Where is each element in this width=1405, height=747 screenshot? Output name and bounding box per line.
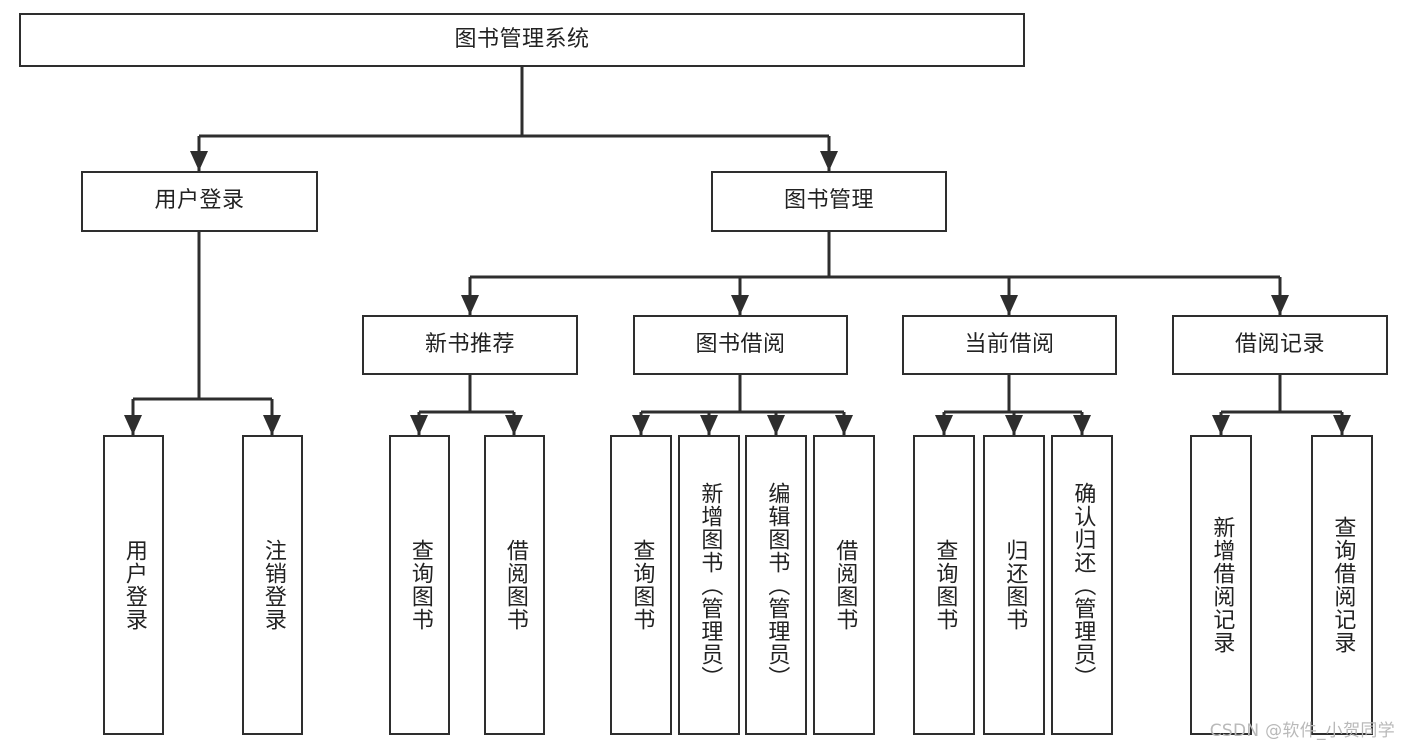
- arrowhead-icon: [505, 415, 523, 435]
- node-label: 图书管理系统: [454, 26, 590, 52]
- arrowhead-icon: [835, 415, 853, 435]
- node-label: 图书管理: [783, 188, 874, 214]
- node-leaf-borrow-book-2[interactable]: 借阅图书: [813, 435, 875, 735]
- arrowhead-icon: [263, 415, 281, 435]
- node-label: 用户登录: [121, 539, 147, 631]
- arrowhead-icon: [1005, 415, 1023, 435]
- node-label: 借阅记录: [1234, 331, 1325, 357]
- node-leaf-user-logout[interactable]: 注销登录: [242, 435, 303, 735]
- arrowhead-icon: [1000, 295, 1018, 315]
- arrowhead-icon: [935, 415, 953, 435]
- node-leaf-query-book-3[interactable]: 查询图书: [913, 435, 975, 735]
- node-leaf-edit-book[interactable]: 编辑图书（管理员）: [745, 435, 807, 735]
- node-leaf-user-login[interactable]: 用户登录: [103, 435, 164, 735]
- node-leaf-query-book-2[interactable]: 查询图书: [610, 435, 672, 735]
- node-leaf-add-record[interactable]: 新增借阅记录: [1190, 435, 1252, 735]
- node-leaf-return-book[interactable]: 归还图书: [983, 435, 1045, 735]
- node-leaf-borrow-book-1[interactable]: 借阅图书: [484, 435, 545, 735]
- node-label: 查询图书: [932, 539, 958, 631]
- node-book-manage[interactable]: 图书管理: [711, 171, 947, 232]
- arrowhead-icon: [124, 415, 142, 435]
- node-label: 新增借阅记录: [1209, 516, 1235, 654]
- node-label: 查询借阅记录: [1330, 516, 1356, 654]
- node-label: 确认归还（管理员）: [1070, 481, 1096, 689]
- watermark-label: CSDN @软件_小贺同学: [1209, 721, 1395, 741]
- node-label: 查询图书: [407, 539, 433, 631]
- arrowhead-icon: [700, 415, 718, 435]
- node-user-login[interactable]: 用户登录: [81, 171, 318, 232]
- node-label: 借阅图书: [502, 539, 528, 631]
- node-current-borrow[interactable]: 当前借阅: [902, 315, 1117, 375]
- node-borrow-record[interactable]: 借阅记录: [1172, 315, 1388, 375]
- arrowhead-icon: [461, 295, 479, 315]
- arrowhead-icon: [632, 415, 650, 435]
- arrowhead-icon: [820, 151, 838, 171]
- node-label: 当前借阅: [964, 331, 1055, 357]
- arrowhead-icon: [1073, 415, 1091, 435]
- node-label: 编辑图书（管理员）: [764, 481, 790, 689]
- node-label: 归还图书: [1002, 539, 1028, 631]
- node-label: 用户登录: [154, 188, 245, 214]
- node-label: 查询图书: [629, 539, 655, 631]
- arrowhead-icon: [410, 415, 428, 435]
- node-new-book-recommend[interactable]: 新书推荐: [362, 315, 578, 375]
- node-leaf-query-record[interactable]: 查询借阅记录: [1311, 435, 1373, 735]
- arrowhead-icon: [1333, 415, 1351, 435]
- node-book-borrow[interactable]: 图书借阅: [633, 315, 848, 375]
- arrowhead-icon: [1271, 295, 1289, 315]
- node-label: 注销登录: [260, 539, 286, 631]
- arrowhead-icon: [731, 295, 749, 315]
- arrowhead-icon: [767, 415, 785, 435]
- arrowhead-icon: [190, 151, 208, 171]
- node-leaf-query-book-1[interactable]: 查询图书: [389, 435, 450, 735]
- node-label: 新书推荐: [424, 331, 515, 357]
- node-leaf-add-book[interactable]: 新增图书（管理员）: [678, 435, 740, 735]
- node-root[interactable]: 图书管理系统: [19, 13, 1025, 67]
- node-leaf-confirm-return[interactable]: 确认归还（管理员）: [1051, 435, 1113, 735]
- node-label: 借阅图书: [832, 539, 858, 631]
- node-label: 图书借阅: [695, 331, 786, 357]
- node-label: 新增图书（管理员）: [697, 481, 723, 689]
- arrowhead-icon: [1212, 415, 1230, 435]
